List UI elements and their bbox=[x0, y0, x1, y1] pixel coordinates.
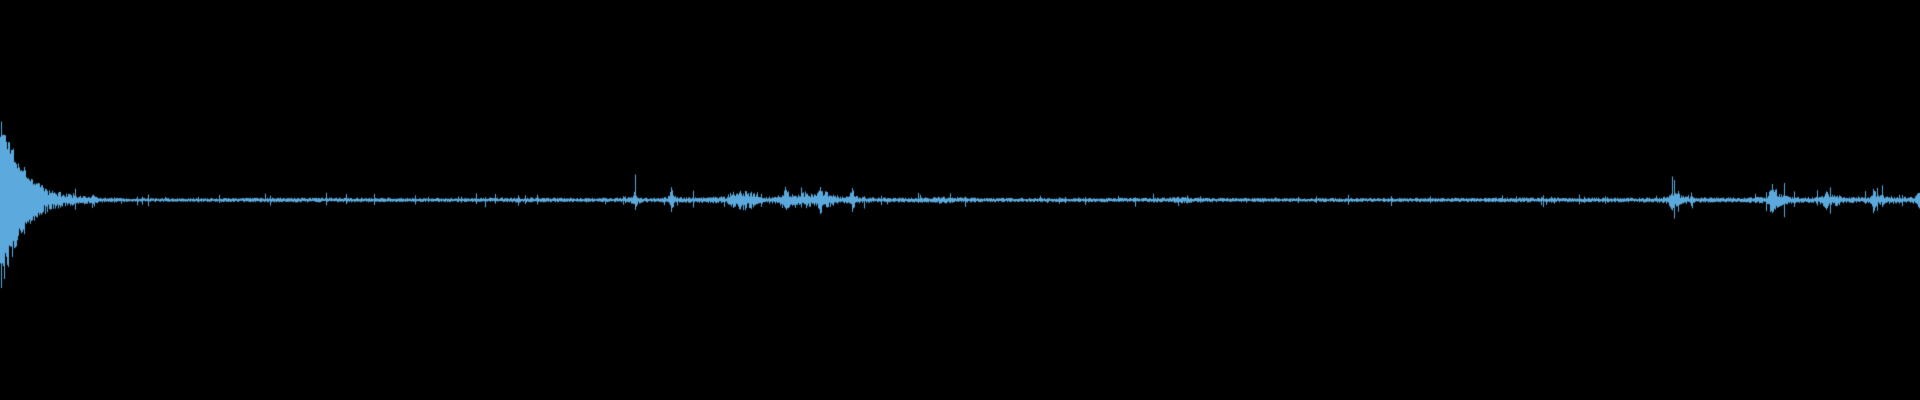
audio-waveform-canvas[interactable] bbox=[0, 0, 1920, 400]
waveform-panel bbox=[0, 0, 1920, 400]
